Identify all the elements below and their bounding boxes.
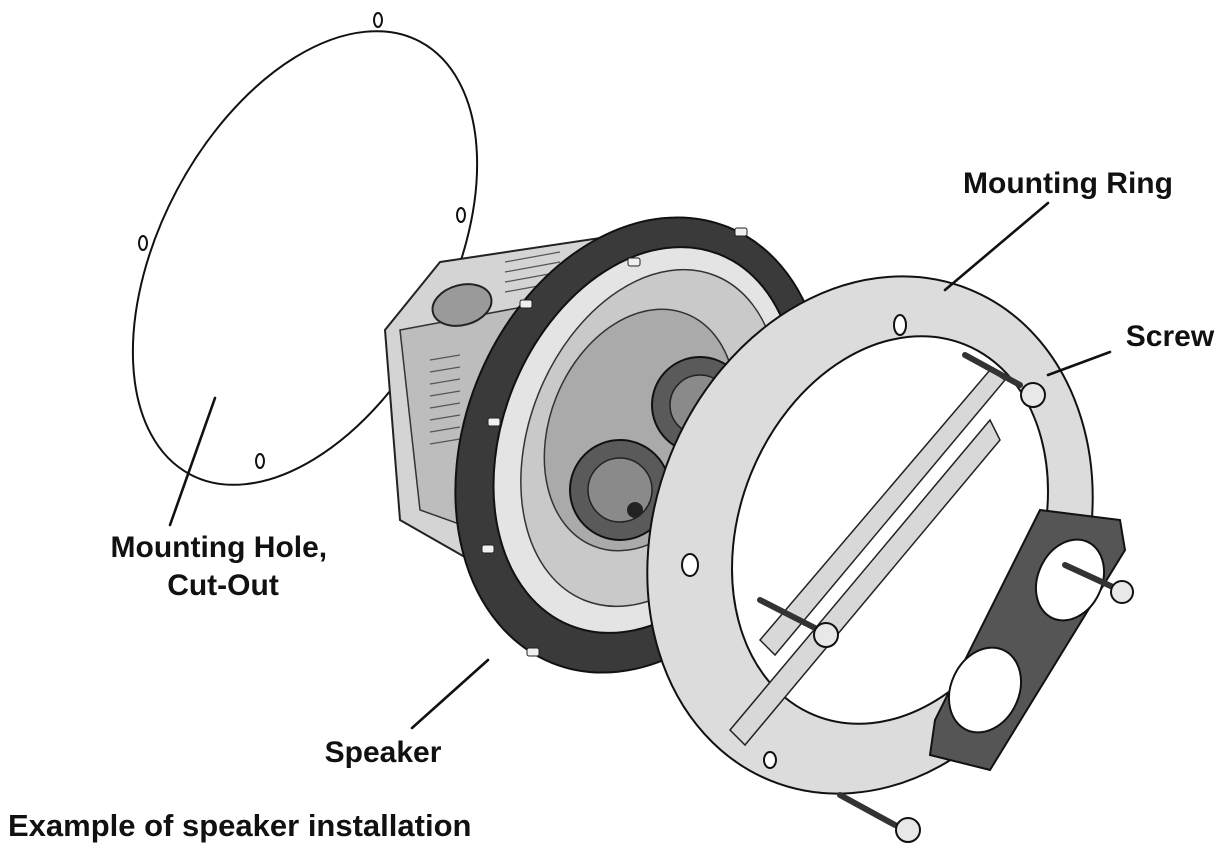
- label-mounting-hole: Mounting Hole, Cut-Out: [111, 531, 336, 602]
- screw-icon: [1062, 562, 1134, 604]
- pilot-hole-icon: [456, 207, 466, 223]
- screw-icon: [757, 597, 839, 648]
- leader-line-mounting-hole: [168, 396, 217, 527]
- speaker-bracket-illustration: [928, 508, 1127, 772]
- pilot-hole-icon: [138, 235, 148, 251]
- label-mounting-hole-line2: Cut-Out: [167, 569, 279, 602]
- label-mounting-ring: Mounting Ring: [963, 167, 1173, 200]
- leader-line-speaker: [410, 658, 490, 730]
- pilot-hole-icon: [255, 453, 265, 469]
- screw-icon: [837, 792, 921, 843]
- label-screw: Screw: [1126, 320, 1215, 353]
- diagram-caption: Example of speaker installation: [8, 808, 471, 843]
- label-mounting-hole-line1: Mounting Hole,: [111, 531, 328, 564]
- label-speaker: Speaker: [325, 736, 442, 769]
- leader-line-mounting-ring: [943, 201, 1050, 292]
- brand-logo-icon: [431, 283, 493, 327]
- leader-line-screw: [1046, 350, 1112, 377]
- screw-icon: [962, 352, 1046, 408]
- pilot-hole-icon: [373, 12, 383, 28]
